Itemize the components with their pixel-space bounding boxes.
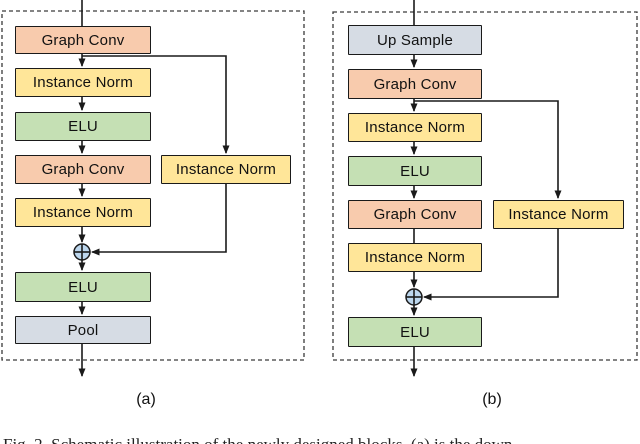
panel-a-label: (a) <box>136 391 156 408</box>
block-elu-2-b: ELU <box>348 317 482 347</box>
block-instance-norm-1-a: Instance Norm <box>15 68 151 97</box>
dashed-border-panel-a <box>1 10 305 361</box>
panel-b-label: (b) <box>482 391 502 408</box>
block-elu-2-a: ELU <box>15 272 151 302</box>
block-graph-conv-1-b: Graph Conv <box>348 69 482 99</box>
sum-plus-icon-a <box>73 243 91 261</box>
dashed-border-panel-b <box>332 11 638 361</box>
skip-connection-b-return <box>423 229 559 301</box>
block-graph-conv-1-a: Graph Conv <box>15 26 151 54</box>
block-up-sample-b: Up Sample <box>348 25 482 55</box>
block-skip-instance-norm-b: Instance Norm <box>493 200 624 229</box>
skip-connection-a-down <box>82 55 230 154</box>
flow-arrows-panel-b <box>410 0 562 377</box>
block-elu-1-b: ELU <box>348 156 482 186</box>
block-instance-norm-2-a: Instance Norm <box>15 198 151 227</box>
block-pool-a: Pool <box>15 316 151 344</box>
figure-caption: Fig. 2. Schematic illustration of the ne… <box>3 435 639 444</box>
skip-connection-b-down <box>414 100 562 199</box>
block-graph-conv-2-b: Graph Conv <box>348 200 482 229</box>
block-instance-norm-1-b: Instance Norm <box>348 113 482 142</box>
flow-arrows-panel-a <box>78 0 230 377</box>
block-graph-conv-2-a: Graph Conv <box>15 155 151 184</box>
block-instance-norm-2-b: Instance Norm <box>348 243 482 272</box>
block-elu-1-a: ELU <box>15 112 151 141</box>
block-skip-instance-norm-a: Instance Norm <box>161 155 291 184</box>
sum-plus-icon-b <box>405 288 423 306</box>
skip-connection-a-return <box>91 184 227 256</box>
